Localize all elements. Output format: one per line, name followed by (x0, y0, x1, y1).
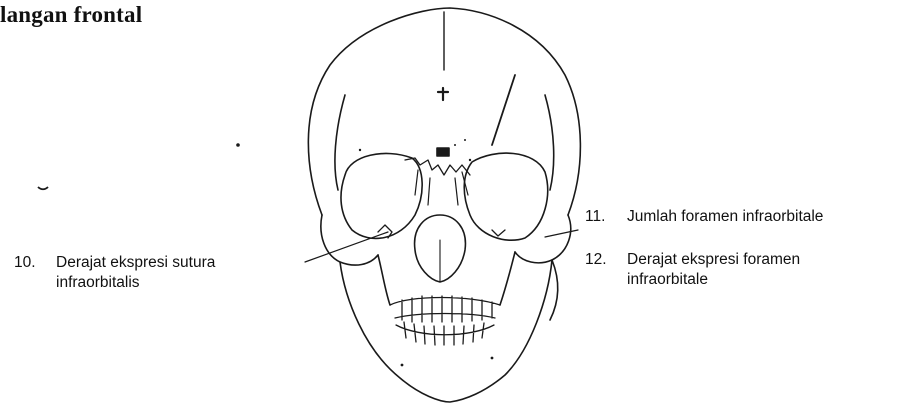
label-item-12: 12.Derajat ekspresi foramen infraorbital… (585, 250, 800, 290)
leader-line-11 (545, 230, 578, 237)
nasion-mark (437, 148, 449, 156)
left-maxilla (500, 252, 515, 305)
dot-mark (236, 143, 240, 147)
right-temporal-line (335, 95, 345, 190)
label-number: 10. (14, 253, 56, 273)
small-curve-mark (38, 187, 48, 189)
label-item-11: 11.Jumlah foramen infraorbitale (585, 207, 823, 227)
right-orbit (341, 153, 422, 238)
mandible (340, 260, 552, 402)
dot-mark (491, 357, 494, 360)
glabella-mark (438, 88, 448, 100)
dot-mark (464, 139, 466, 141)
label-item-10: 10.Derajat ekspresi sutura infraorbitali… (14, 253, 215, 293)
label-number: 12. (585, 250, 627, 270)
lower-teeth (396, 322, 494, 345)
right-maxilla (378, 255, 390, 305)
nasal-sutures (415, 170, 468, 205)
infraorbital-suture-left (492, 230, 505, 236)
label-text: Derajat ekspresi foramen (627, 251, 800, 268)
left-orbit (464, 153, 547, 240)
dot-mark (401, 364, 404, 367)
infraorbital-suture-right (378, 225, 392, 238)
label-number: 11. (585, 207, 627, 227)
dot-mark (469, 159, 471, 161)
upper-teeth (390, 296, 500, 322)
right-zygomatic (321, 215, 378, 265)
label-text: infraorbitalis (14, 273, 215, 293)
label-text: Derajat ekspresi sutura (56, 254, 215, 271)
label-text: Jumlah foramen infraorbitale (627, 208, 823, 225)
dot-mark (359, 149, 361, 151)
label-text: infraorbitale (585, 270, 800, 290)
dot-mark (454, 144, 456, 146)
frontal-pointer-line (492, 75, 515, 145)
